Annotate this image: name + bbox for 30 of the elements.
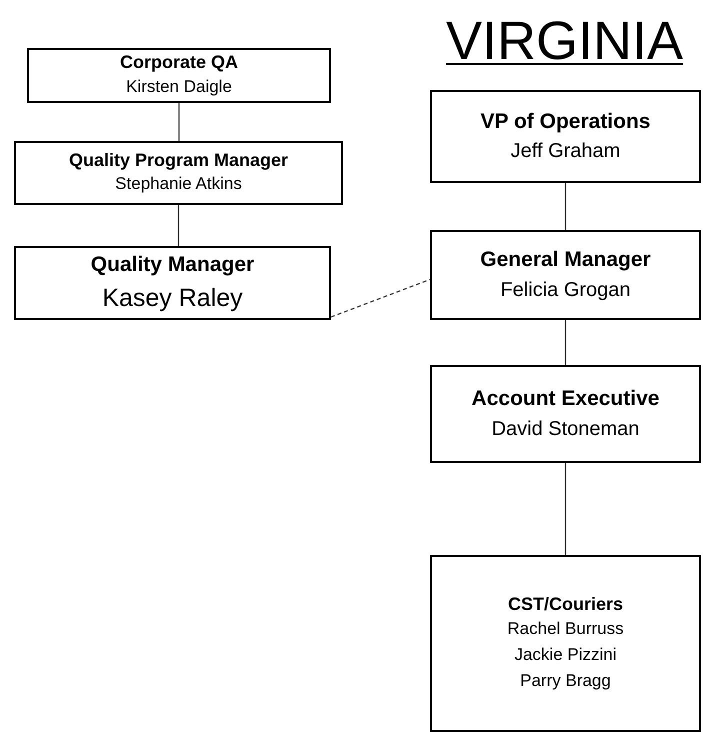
person-name: Jeff Graham (510, 139, 620, 164)
role-title: Quality Manager (90, 252, 254, 278)
role-title: CST/Couriers (508, 593, 624, 616)
person-name: Kirsten Daigle (126, 76, 232, 98)
title: VIRGINIA (446, 10, 684, 73)
connector-line (178, 205, 180, 246)
person-name: Stephanie Atkins (115, 173, 242, 196)
person-name: Felicia Grogan (500, 278, 631, 303)
connector-line (564, 463, 566, 555)
connector-line (330, 278, 430, 318)
org-box (430, 230, 701, 320)
connector-line (564, 320, 566, 365)
org-box (27, 48, 331, 103)
role-title: Corporate QA (120, 51, 238, 74)
role-title: Quality Program Manager (68, 148, 288, 172)
person-name: David Stoneman (492, 416, 640, 442)
connector-line (564, 183, 566, 230)
org-box (14, 141, 343, 205)
person-name: Parry Bragg (520, 670, 611, 692)
person-name: Kasey Raley (102, 282, 243, 314)
org-box (430, 365, 701, 463)
person-name: Rachel Burruss (507, 618, 624, 640)
role-title: VP of Operations (480, 108, 650, 135)
role-title: General Manager (480, 247, 651, 274)
role-title: Account Executive (472, 386, 660, 412)
org-box (430, 90, 701, 183)
connector-line (178, 103, 180, 141)
person-name: Jackie Pizzini (514, 644, 617, 666)
org-box (14, 246, 331, 320)
org-box (430, 555, 701, 732)
